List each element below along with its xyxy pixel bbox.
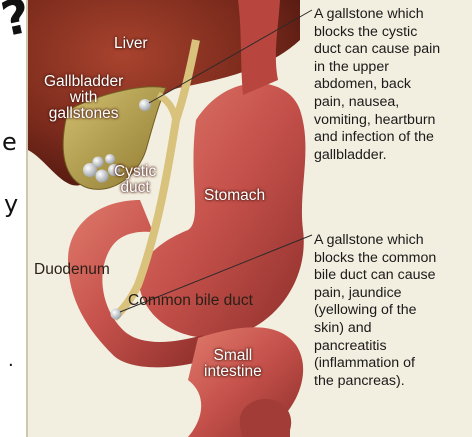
caption-cystic-duct-gallstone: A gallstone which blocks the cystic duct… [314,6,440,164]
scan-mark-e: e [2,128,17,156]
scanned-page-margin: ? e y . [0,0,26,437]
gallstone-common [111,309,122,320]
label-common-bile-duct: Common bile duct [128,293,253,309]
gallstone-bladder-4 [93,157,104,168]
scan-mark-dot: . [8,350,14,371]
label-small-intestine: Small intestine [204,348,262,380]
gallstone-cystic [139,99,151,111]
label-stomach: Stomach [204,188,265,204]
label-gallbladder: Gallbladder with gallstones [44,74,123,122]
gallstone-anatomy-figure: Liver Gallbladder with gallstones Cystic… [26,0,472,437]
label-duodenum: Duodenum [34,262,110,278]
gallstone-bladder-2 [96,170,109,183]
label-liver: Liver [114,36,148,52]
esophagus-shape [238,0,280,95]
caption-common-bile-duct-gallstone: A gallstone which blocks the common bile… [314,232,436,390]
label-cystic-duct: Cystic duct [114,164,156,196]
scan-mark-y: y [4,190,18,218]
